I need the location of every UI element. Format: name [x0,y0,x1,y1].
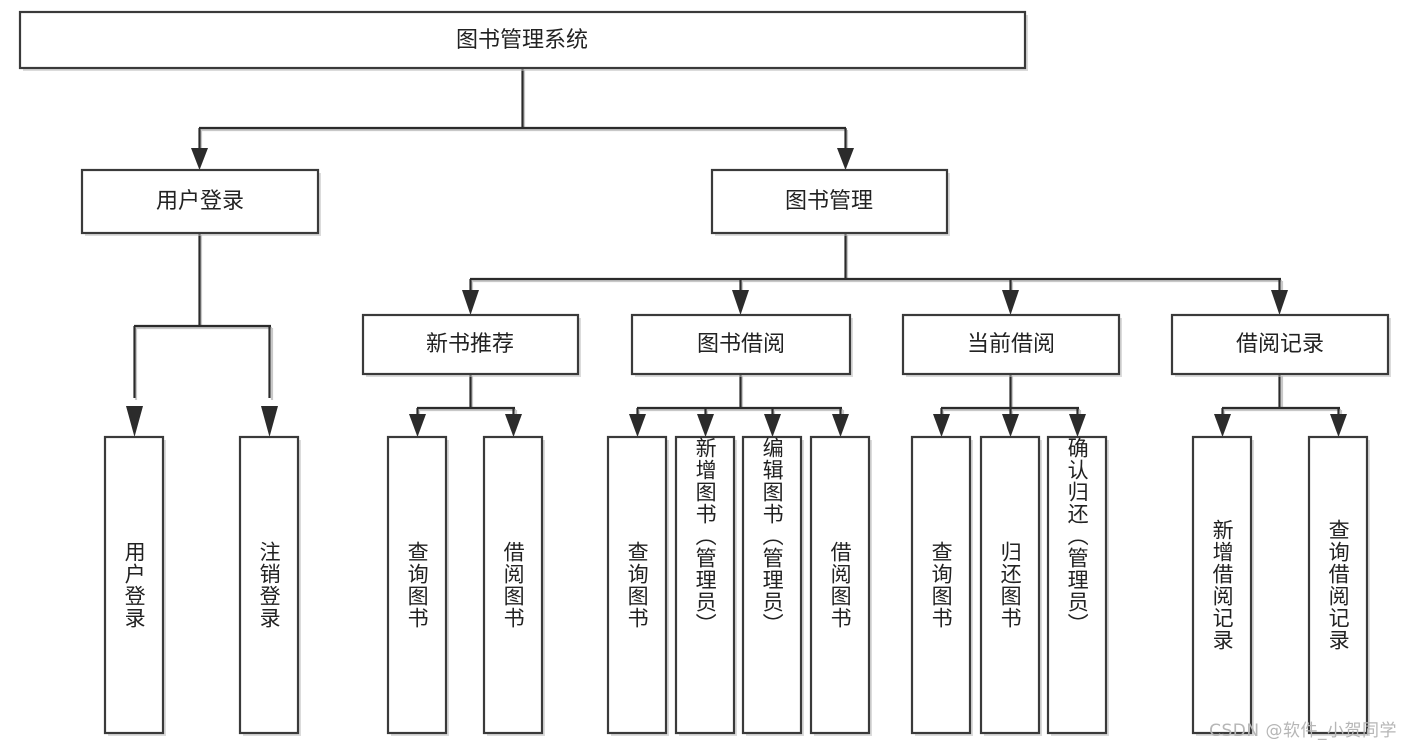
node-leaf-confirm-return[interactable] [1046,435,1109,736]
node-borrow-record-label: 借阅记录 [1236,332,1324,357]
node-leaf-edit-book[interactable] [741,435,804,736]
node-current-borrow-label: 当前借阅 [967,332,1055,357]
node-book-manage-label: 图书管理 [785,189,873,214]
node-leaf-query-book-2[interactable] [606,435,669,736]
node-leaf-add-record[interactable] [1191,435,1254,736]
connector-layer [126,68,1347,437]
csdn-watermark: CSDN @软件_小贺同学 [1209,721,1397,741]
node-user-login-label: 用户登录 [156,189,244,214]
node-leaf-logout-login[interactable] [238,435,301,736]
node-book-borrow[interactable] [630,313,853,377]
node-leaf-return-book[interactable] [979,435,1042,736]
node-borrow-record[interactable] [1170,313,1391,377]
horizontal-label-layer: 图书管理系统 用户登录 图书管理 新书推荐 图书借阅 当前借阅 借阅记录 [156,28,1324,357]
connector-borrowrecord-to-leaves [1214,374,1347,437]
node-leaf-borrow-book-2[interactable] [809,435,872,736]
node-book-borrow-label: 图书借阅 [697,332,785,357]
node-leaf-query-book-3[interactable] [910,435,973,736]
node-leaf-add-book[interactable] [674,435,737,736]
node-leaf-user-login[interactable] [103,435,166,736]
connector-currentborrow-to-leaves [933,374,1086,437]
node-root[interactable] [18,10,1028,71]
node-current-borrow[interactable] [901,313,1122,377]
node-leaf-borrow-book-1[interactable] [482,435,545,736]
node-leaf-query-book-1[interactable] [386,435,449,736]
connector-bookmanage-to-level3 [462,233,1288,315]
node-new-book-rec[interactable] [361,313,581,377]
node-book-manage[interactable] [710,168,950,236]
node-layer [18,10,1391,736]
connector-bookborrow-to-leaves [629,374,849,437]
connector-userlogin-to-leaves [126,233,278,437]
node-root-label: 图书管理系统 [456,28,588,53]
node-user-login[interactable] [80,168,321,236]
node-leaf-query-record[interactable] [1307,435,1370,736]
connector-root-to-level2 [191,68,854,170]
connector-newbook-to-leaves [409,374,522,437]
node-new-book-rec-label: 新书推荐 [426,332,514,357]
